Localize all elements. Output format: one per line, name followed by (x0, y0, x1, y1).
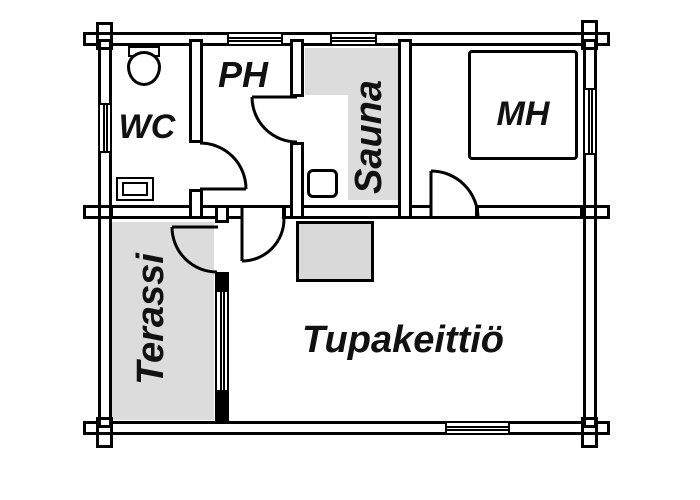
door-sauna-to-ph (250, 95, 298, 144)
wall-wc-ph-lower (189, 189, 203, 219)
sauna-stove-icon (307, 169, 338, 198)
log-post-top-right (581, 20, 598, 50)
wall-terassi-top (215, 205, 229, 223)
wall-ph-sauna-lower (290, 142, 304, 219)
room-label-tupakeittio: Tupakeittiö (302, 319, 504, 361)
door-opening-mh (431, 205, 475, 216)
log-post-top-left (96, 22, 113, 50)
bed-icon (468, 50, 578, 160)
window-terassi (215, 290, 229, 392)
room-label-ph: PH (217, 54, 269, 95)
sauna-bench-right (348, 95, 398, 200)
log-cross-mid-left (83, 205, 113, 219)
wall-middle (83, 205, 610, 219)
window-top-sauna (330, 32, 377, 46)
toilet-bowl-icon (127, 51, 161, 86)
door-opening-ph (241, 208, 282, 219)
door-wc-to-ph (199, 141, 248, 191)
room-label-mh: MH (496, 95, 550, 133)
wall-left (98, 39, 112, 428)
log-post-bottom-left (96, 417, 113, 448)
window-top-ph (227, 32, 283, 46)
room-label-sauna: Sauna (348, 79, 390, 195)
wall-bottom (83, 421, 610, 435)
wall-terassi-jamb-upper (215, 272, 229, 290)
fireplace-icon (296, 221, 374, 282)
wall-terassi-jamb-lower (215, 392, 229, 421)
log-cross-mid-right (580, 205, 610, 219)
door-jamb-ph (282, 205, 286, 219)
window-left-wc (98, 103, 112, 153)
room-label-terassi: Terassi (130, 253, 172, 385)
window-bottom-tupakeittio (445, 421, 510, 435)
wall-sauna-mh (398, 39, 412, 219)
sauna-bench-top (305, 48, 398, 95)
sink-basin-icon (122, 182, 148, 196)
door-jamb-mh (475, 205, 479, 219)
room-label-wc: WC (118, 108, 176, 146)
wall-wc-ph-upper (189, 39, 203, 143)
wall-ph-sauna-upper (290, 39, 304, 97)
window-right-mh (583, 88, 597, 155)
log-post-bottom-right (581, 417, 598, 448)
